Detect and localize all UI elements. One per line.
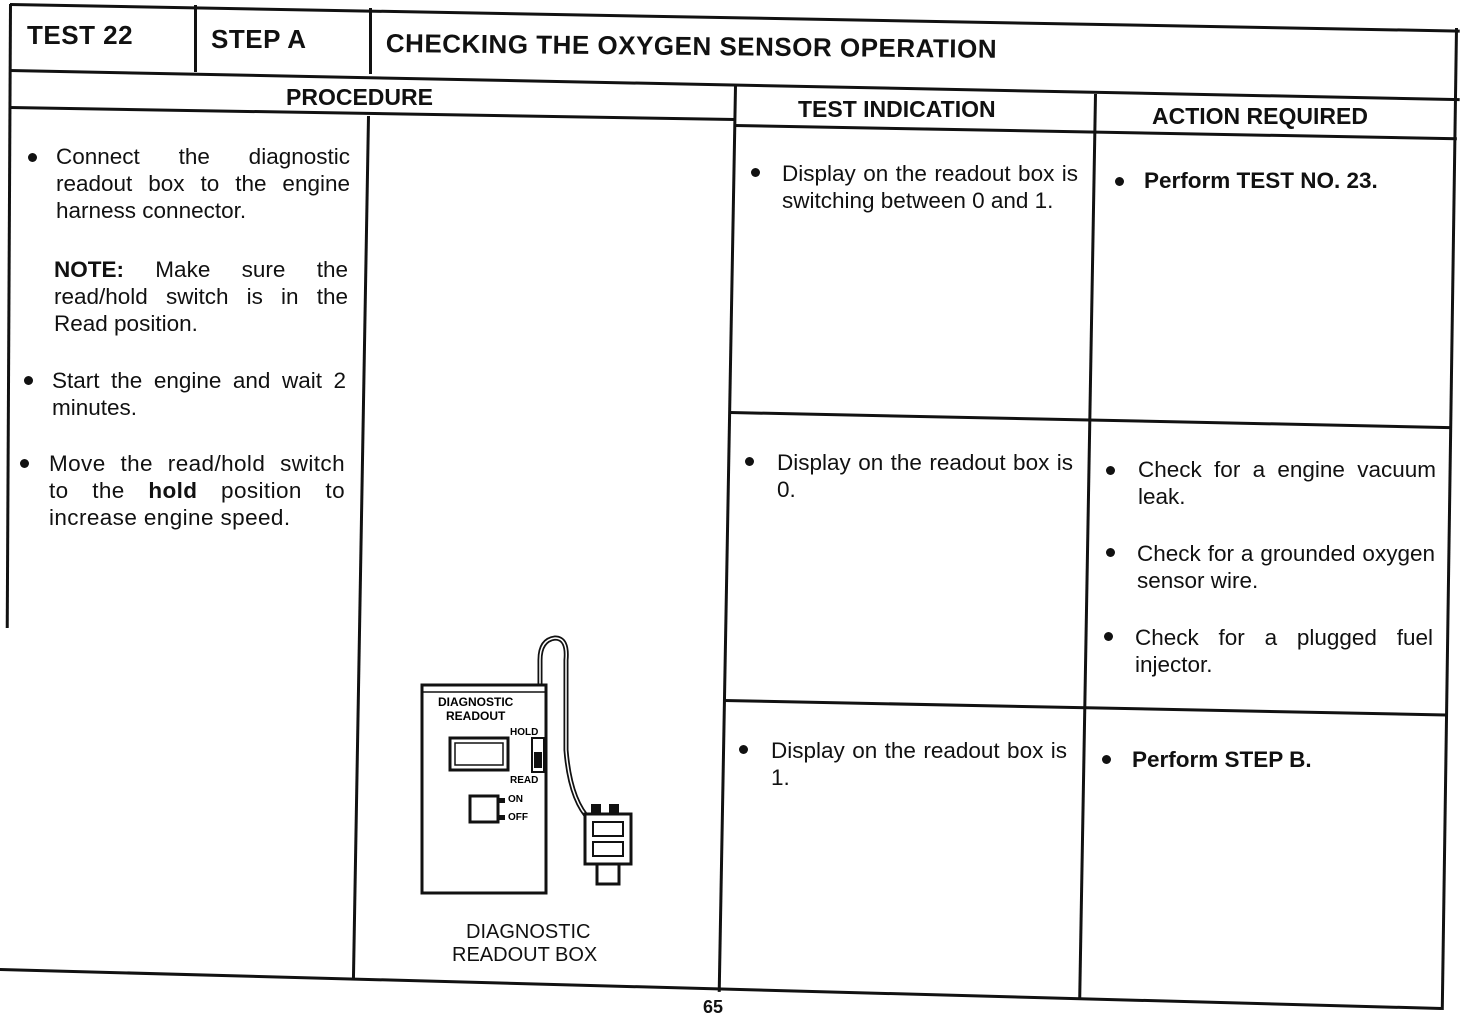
procedure-step-connect: Connect the diagnostic readout box to th… — [56, 144, 350, 223]
procedure-note: NOTE: Make sure the read/hold switch is … — [54, 256, 348, 337]
step3-bold: hold — [148, 478, 198, 503]
illustration-caption-line2: READOUT BOX — [452, 944, 598, 966]
bullet — [745, 457, 754, 466]
bullet — [1115, 177, 1124, 186]
bullet — [751, 168, 760, 177]
hold-label: HOLD — [510, 727, 538, 738]
bullet — [24, 376, 33, 385]
indication-row2: Display on the readout box is 0. — [777, 450, 1073, 502]
device-label-readout: READOUT — [446, 709, 506, 723]
header-divider-2 — [369, 8, 372, 74]
note-text: Make sure the read/hold switch is in the… — [54, 257, 348, 336]
bullet — [1106, 548, 1115, 557]
readout-box-body — [420, 683, 548, 895]
off-label: OFF — [508, 812, 528, 823]
on-label: ON — [508, 794, 523, 805]
procedure-step-move-switch: Move the read/hold switch to the hold po… — [49, 450, 345, 531]
header-divider-1 — [194, 5, 197, 72]
action-row1: Perform TEST NO. 23. — [1144, 168, 1378, 193]
step3-text-b: position to increase engine speed. — [49, 478, 345, 530]
illustration-divider — [351, 116, 370, 980]
action-column-header: ACTION REQUIRED — [1152, 103, 1368, 129]
action-row2-vacuum: Check for a engine vacuum leak. — [1138, 457, 1436, 509]
left-border — [5, 4, 12, 629]
action-divider — [1078, 94, 1097, 1000]
indication-column-header: TEST INDICATION — [798, 96, 996, 122]
bullet — [1104, 632, 1113, 641]
indication-row1: Display on the readout box is switching … — [782, 161, 1078, 213]
readout-box-illustration: DIAGNOSTIC READOUT HOLD READ ON OFF — [420, 635, 633, 895]
device-label-diagnostic: DIAGNOSTIC — [438, 695, 514, 709]
bullet — [28, 153, 37, 162]
bullet — [739, 745, 748, 754]
illustration-caption-line1: DIAGNOSTIC — [466, 921, 591, 943]
bullet — [20, 459, 29, 468]
note-label: NOTE: — [54, 257, 124, 282]
bullet — [1106, 466, 1115, 475]
page-number: 65 — [703, 997, 724, 1017]
read-label: READ — [510, 775, 538, 786]
step-label: STEP A — [211, 24, 307, 54]
indication-divider — [717, 86, 737, 992]
action-row3: Perform STEP B. — [1132, 747, 1312, 772]
action-row2-grounded-wire: Check for a grounded oxygen sensor wire. — [1137, 541, 1435, 593]
test-number: TEST 22 — [27, 20, 134, 50]
indication-row3: Display on the readout box is 1. — [771, 738, 1067, 790]
bullet — [1102, 755, 1111, 764]
harness-connector — [583, 804, 633, 886]
procedure-step-start: Start the engine and wait 2 minutes. — [52, 368, 346, 420]
power-switch — [468, 794, 500, 824]
page-title: CHECKING THE OXYGEN SENSOR OPERATION — [385, 28, 998, 64]
action-row2-fuel-injector: Check for a plugged fuel injector. — [1135, 625, 1433, 677]
step3-text-a: Move the read/hold switch to the — [49, 451, 345, 503]
procedure-column-header: PROCEDURE — [286, 84, 433, 110]
